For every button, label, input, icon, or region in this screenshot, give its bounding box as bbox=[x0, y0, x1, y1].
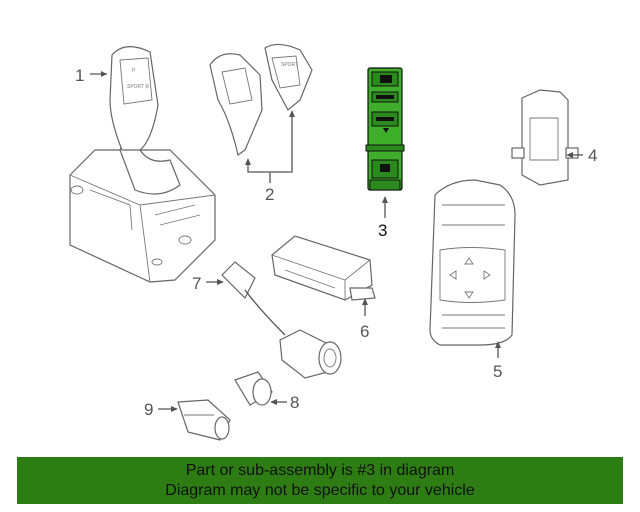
callout-8: 8 bbox=[290, 393, 299, 412]
banner-line-2: Diagram may not be specific to your vehi… bbox=[165, 482, 475, 499]
callout-9: 9 bbox=[144, 400, 153, 419]
parts-diagram: P SPORT R SPORT bbox=[69, 43, 597, 441]
banner-line-1: Part or sub-assembly is #3 in diagram bbox=[185, 462, 455, 479]
part-2-knob-covers[interactable]: SPORT bbox=[209, 43, 313, 157]
part-6-control-module[interactable] bbox=[271, 235, 376, 301]
part-9-connector[interactable] bbox=[177, 399, 231, 441]
callout-5: 5 bbox=[493, 362, 502, 381]
callout-3: 3 bbox=[378, 221, 387, 240]
callout-1: 1 bbox=[75, 66, 84, 85]
part-7-harness-sensor[interactable] bbox=[221, 261, 342, 379]
part-4-bracket[interactable] bbox=[511, 89, 579, 186]
callout-4: 4 bbox=[588, 146, 597, 165]
svg-text:SPORT: SPORT bbox=[281, 62, 298, 68]
part-1-shifter-assembly[interactable]: P SPORT R bbox=[69, 46, 216, 283]
callout-2: 2 bbox=[265, 185, 274, 204]
callout-7: 7 bbox=[192, 274, 201, 293]
svg-text:P: P bbox=[132, 68, 136, 74]
part-5-control-panel[interactable] bbox=[429, 179, 516, 346]
part-8-socket[interactable] bbox=[234, 371, 273, 406]
leader-lines bbox=[90, 71, 583, 412]
svg-text:SPORT R: SPORT R bbox=[127, 84, 149, 90]
part-3-switch-assembly-highlighted[interactable] bbox=[365, 67, 405, 191]
callout-6: 6 bbox=[360, 322, 369, 341]
info-banner: Part or sub-assembly is #3 in diagram Di… bbox=[17, 457, 623, 504]
